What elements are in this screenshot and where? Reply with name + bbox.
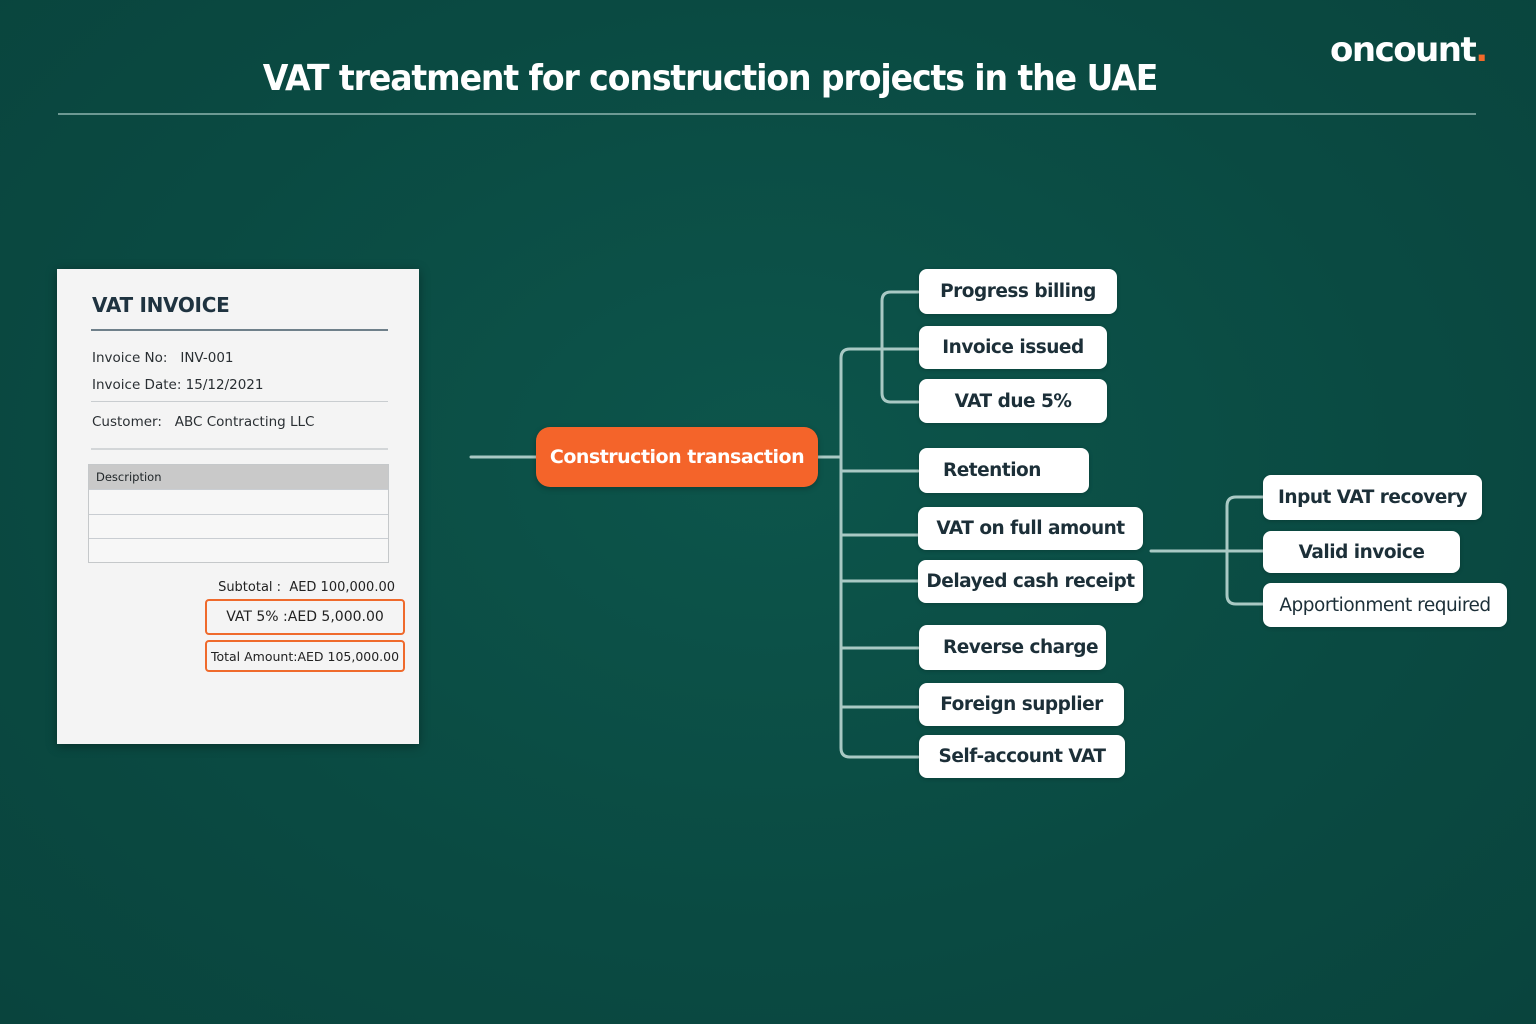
subtotal-row: Subtotal : AED 100,000.00 <box>218 580 395 595</box>
subtotal-value: AED 100,000.00 <box>289 580 395 595</box>
invoice-date-label: Invoice Date: <box>92 377 182 393</box>
node-vat-on-full-amount[interactable]: VAT on full amount <box>918 507 1143 550</box>
invoice-divider <box>91 401 388 402</box>
invoice-number-value: INV-001 <box>180 350 234 366</box>
vat-label: VAT 5% : <box>226 609 288 625</box>
table-header-description: Description <box>89 465 388 489</box>
customer-value: ABC Contracting LLC <box>174 414 315 430</box>
subtotal-label: Subtotal : <box>218 580 282 595</box>
invoice-number-row: Invoice No: INV-001 <box>92 350 234 366</box>
invoice-date-value: 15/12/2021 <box>185 377 264 393</box>
invoice-number-label: Invoice No: <box>92 350 168 366</box>
node-reverse-charge[interactable]: Reverse charge <box>919 625 1106 670</box>
table-row <box>89 538 388 563</box>
node-self-account-vat[interactable]: Self-account VAT <box>919 735 1125 778</box>
invoice-title-divider <box>91 329 388 331</box>
table-row <box>89 513 388 539</box>
title-divider <box>58 113 1476 115</box>
table-row <box>89 489 388 514</box>
node-invoice-issued[interactable]: Invoice issued <box>919 326 1107 369</box>
customer-label: Customer: <box>92 414 162 430</box>
logo-dot: . <box>1475 30 1488 70</box>
node-input-vat-recovery[interactable]: Input VAT recovery <box>1263 475 1482 520</box>
invoice-title: VAT INVOICE <box>92 293 230 317</box>
node-delayed-cash-receipt[interactable]: Delayed cash receipt <box>918 560 1143 603</box>
logo-text: oncount <box>1330 30 1477 70</box>
node-retention[interactable]: Retention <box>919 448 1089 493</box>
brand-logo: oncount. <box>1330 30 1488 70</box>
vat-amount-highlight: VAT 5% : AED 5,000.00 <box>205 599 405 635</box>
node-vat-due-5[interactable]: VAT due 5% <box>919 379 1107 423</box>
customer-row: Customer: ABC Contracting LLC <box>92 414 314 430</box>
node-apportionment-required[interactable]: Apportionment required <box>1263 583 1507 627</box>
vat-invoice-card: VAT INVOICE Invoice No: INV-001 Invoice … <box>57 269 419 744</box>
invoice-line-items-table: Description <box>88 464 389 563</box>
node-valid-invoice[interactable]: Valid invoice <box>1263 531 1460 573</box>
node-foreign-supplier[interactable]: Foreign supplier <box>919 683 1124 726</box>
total-amount-highlight: Total Amount: AED 105,000.00 <box>205 640 405 672</box>
total-value: AED 105,000.00 <box>297 648 400 664</box>
node-progress-billing[interactable]: Progress billing <box>919 269 1117 314</box>
root-node-construction-transaction[interactable]: Construction transaction <box>536 427 818 487</box>
invoice-divider <box>91 448 388 450</box>
page-title: VAT treatment for construction projects … <box>262 58 1159 99</box>
vat-value: AED 5,000.00 <box>287 609 384 625</box>
total-label: Total Amount: <box>210 648 298 664</box>
invoice-date-row: Invoice Date: 15/12/2021 <box>92 377 263 393</box>
